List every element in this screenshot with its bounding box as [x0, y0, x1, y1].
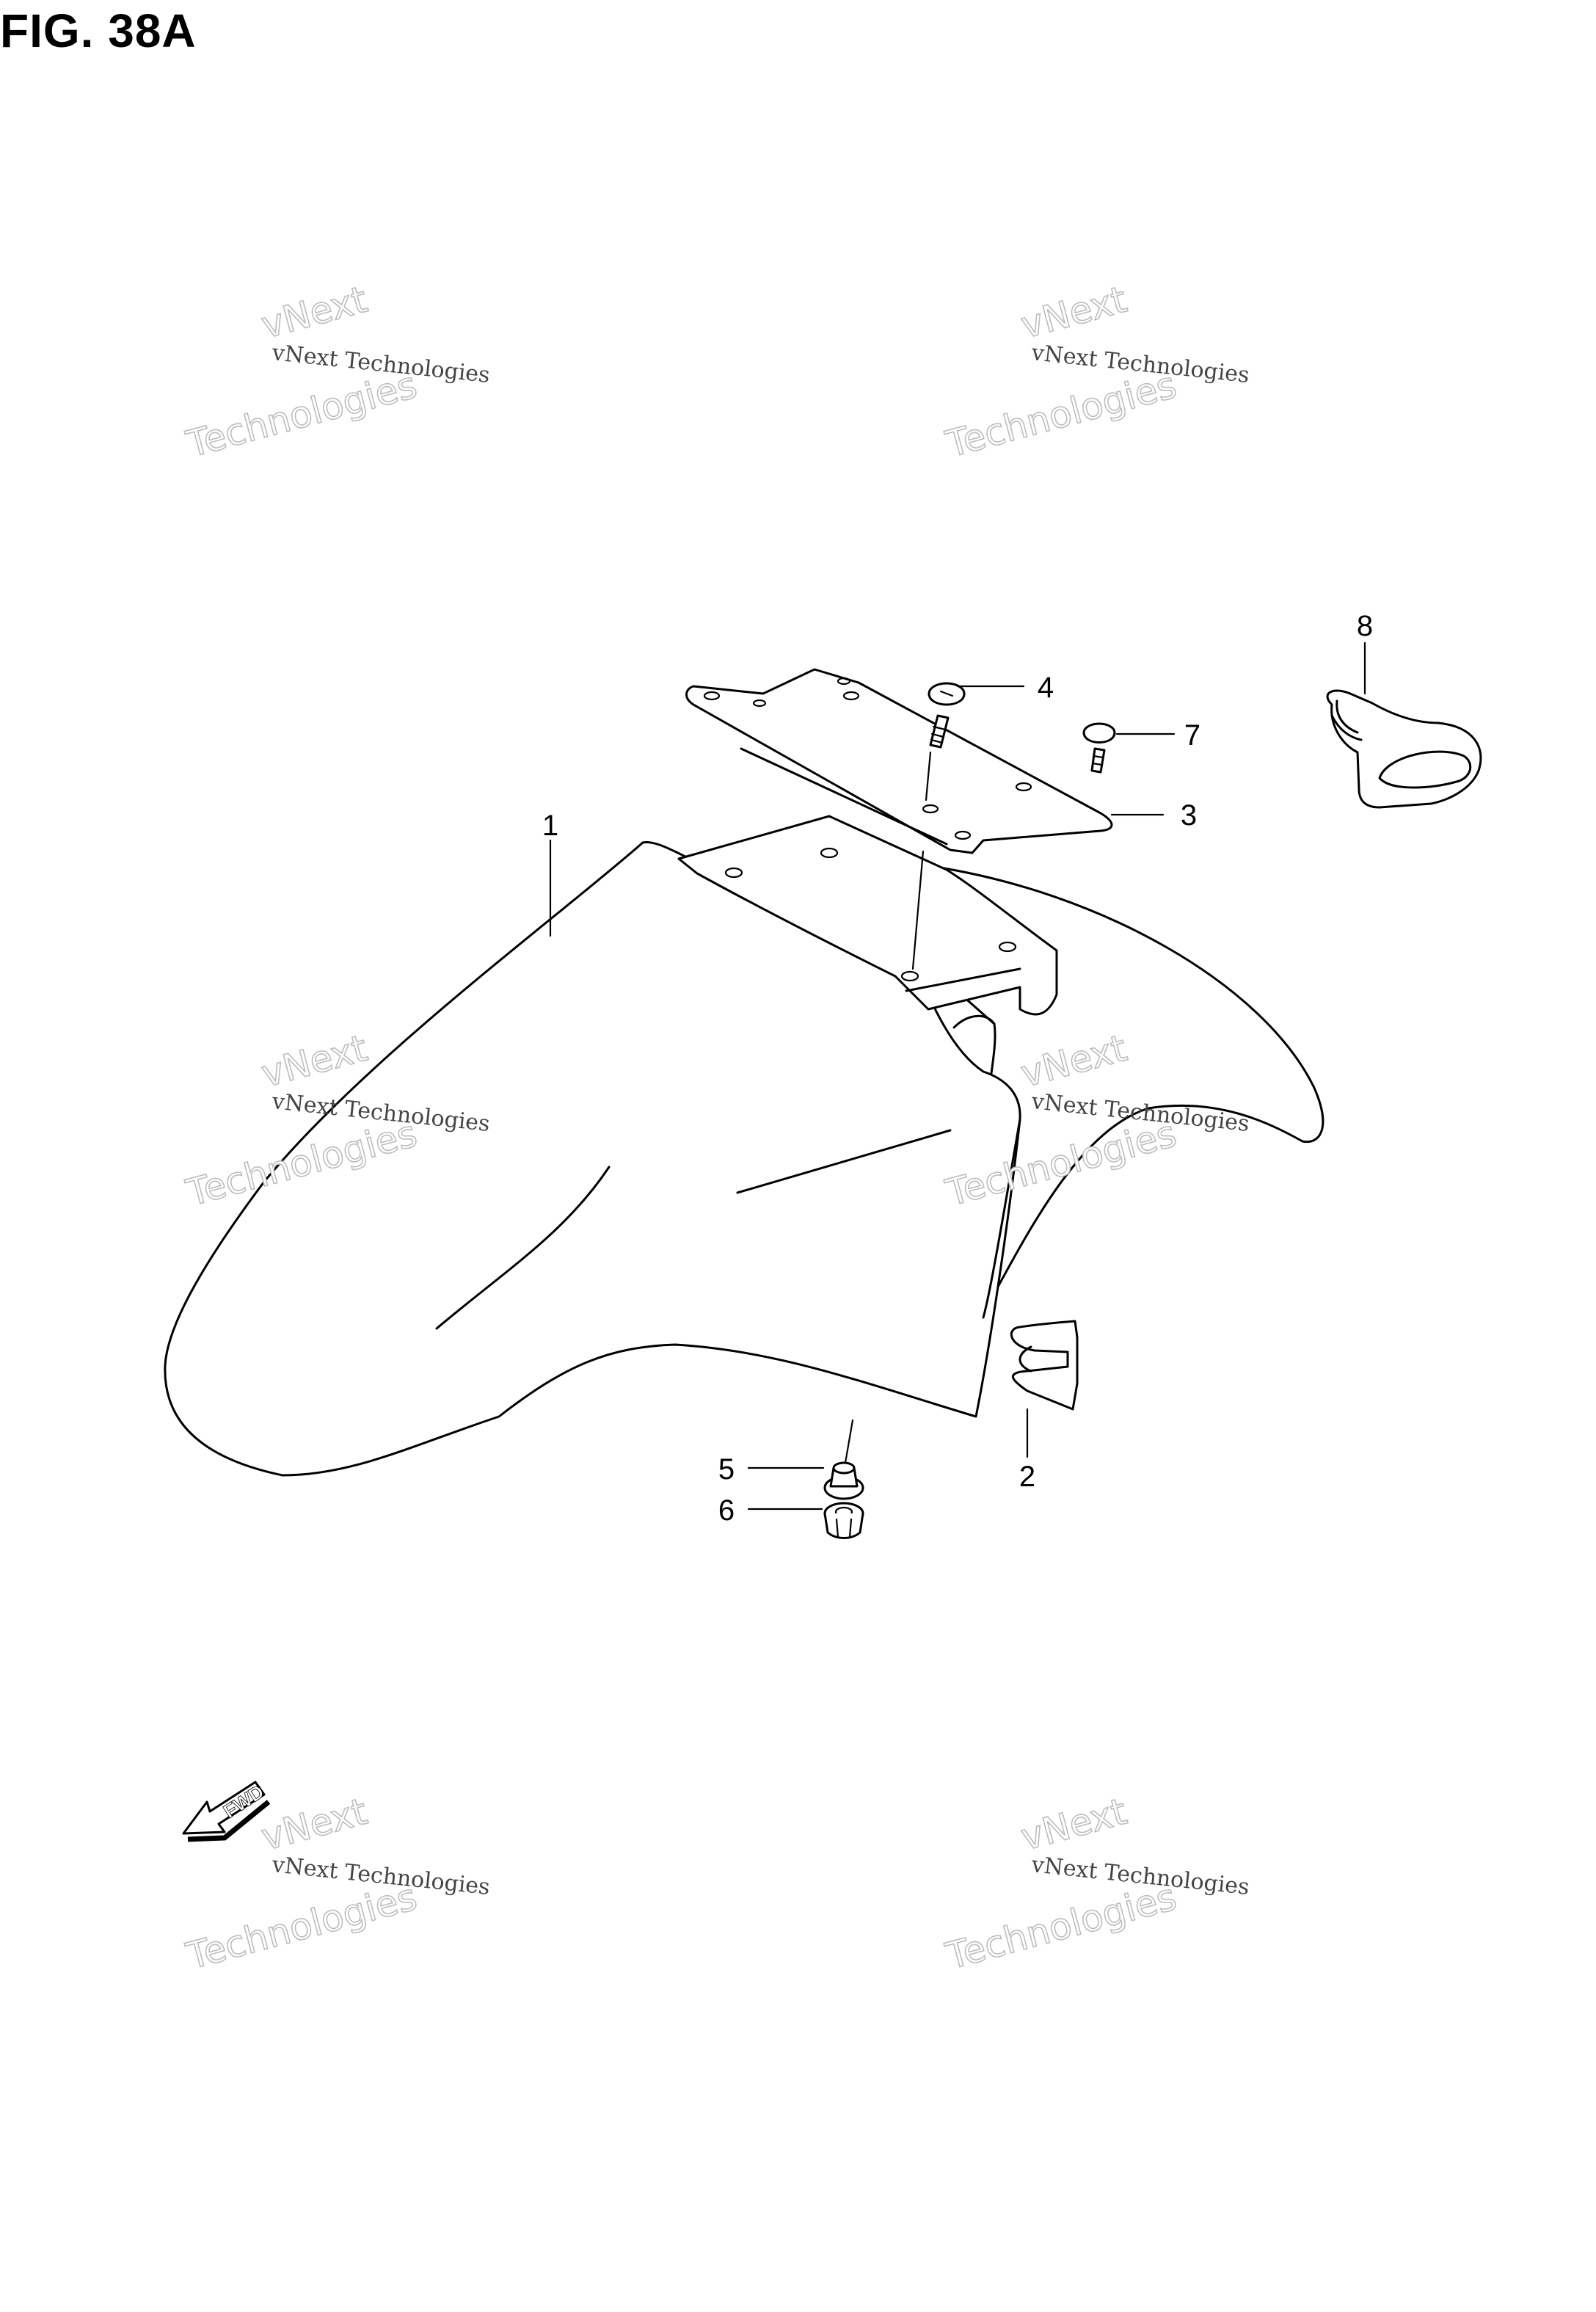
watermark-top-left: vNext Technologies vNext Technologies	[181, 277, 491, 466]
bracket-edge-line	[740, 747, 948, 846]
small-screw-thread	[1091, 755, 1104, 766]
watermark-big-top: vNext	[257, 1790, 371, 1859]
fender-crease-line	[905, 967, 1021, 992]
mount-hole	[820, 847, 839, 859]
fender-crease-line	[982, 1118, 1021, 1319]
watermark-big-bottom: Technologies	[182, 1875, 421, 1977]
watermark-big-bottom: Technologies	[941, 363, 1181, 465]
watermark-top-right: vNext Technologies vNext Technologies	[941, 277, 1250, 466]
cable-guide-edge	[1336, 699, 1359, 734]
mount-hole	[724, 867, 743, 879]
assembly-line	[925, 751, 932, 801]
watermark-big-bottom: Technologies	[182, 363, 421, 465]
nut-top	[832, 1461, 856, 1475]
callout-labels: 1 2 3 4 5 6 7 8	[542, 610, 1373, 1527]
fwd-direction-badge: FWD	[182, 1780, 271, 1842]
front-fender-part	[164, 815, 1324, 1477]
watermark-bottom-right: vNext Technologies vNext Technologies	[941, 1789, 1250, 1978]
nut-part-5	[823, 1461, 864, 1500]
screw-part	[928, 682, 966, 749]
cable-guide-opening	[1378, 750, 1472, 789]
watermark-big-top: vNext	[1016, 278, 1131, 347]
clip-body	[1010, 1320, 1079, 1411]
cable-guide-part	[1326, 689, 1482, 809]
fwd-arrow-icon	[182, 1781, 266, 1835]
bracket-hole	[703, 691, 721, 701]
callout-2: 2	[1019, 1461, 1035, 1493]
nut-hex-side	[823, 1512, 864, 1539]
small-screw-head-base	[1082, 731, 1116, 744]
cable-guide-body	[1326, 689, 1482, 809]
watermark-big-bottom: Technologies	[941, 1875, 1181, 1977]
fender-crease-line	[435, 1166, 611, 1330]
callout-6: 6	[718, 1494, 735, 1527]
fender-crease-line	[952, 1014, 996, 1029]
callout-1: 1	[542, 810, 558, 842]
bracket-hole	[837, 677, 851, 686]
clip-fold	[1019, 1345, 1032, 1373]
nut-hex-edge	[835, 1518, 853, 1538]
callout-5: 5	[718, 1453, 735, 1486]
nut-part-6	[823, 1502, 864, 1539]
small-screw-shank	[1090, 747, 1106, 774]
screw-thread	[930, 725, 947, 744]
bracket-hole	[1015, 782, 1032, 792]
callout-4: 4	[1038, 672, 1054, 704]
small-screw-part	[1082, 722, 1116, 774]
watermark-big-top: vNext	[257, 1027, 371, 1096]
leader-lines	[549, 641, 1366, 1511]
callout-7: 7	[1184, 719, 1200, 752]
mount-hole	[998, 941, 1017, 953]
watermark-big-top: vNext	[1016, 1790, 1131, 1859]
fender-crease-line	[736, 1129, 952, 1194]
assembly-line	[911, 850, 925, 970]
bracket-hole	[842, 691, 860, 701]
callout-8: 8	[1357, 610, 1373, 642]
fender-mount-plate	[677, 815, 1058, 1016]
fender-bracket-part	[685, 668, 1113, 854]
cable-guide-edge	[1330, 714, 1363, 741]
screw-head-base	[928, 692, 966, 706]
assembly-line	[844, 1419, 854, 1464]
screw-shank	[929, 714, 950, 749]
callout-3: 3	[1181, 799, 1197, 832]
screw-slot	[939, 690, 954, 697]
bracket-plate	[685, 668, 1113, 854]
fwd-arrow-shadow	[187, 1800, 271, 1842]
bracket-hole	[752, 699, 767, 708]
watermark-big-top: vNext	[257, 278, 371, 347]
bracket-hole	[922, 804, 939, 814]
bracket-hole	[954, 830, 972, 840]
figure-title: FIG. 38A	[0, 4, 197, 57]
clip-part	[1010, 1320, 1079, 1411]
mount-hole	[900, 970, 919, 982]
